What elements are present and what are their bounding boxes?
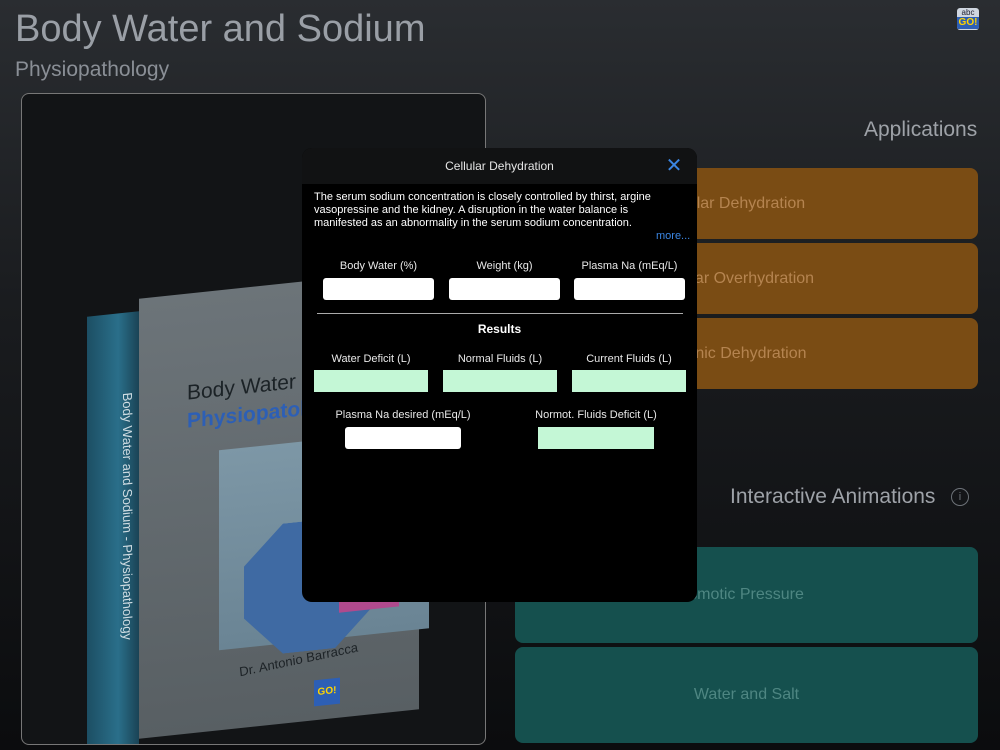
modal-description: The serum sodium concentration is closel… [314,191,651,229]
plasma-na-label: Plasma Na (mEq/L) [581,260,678,272]
logo-go-text: GO! [957,17,979,29]
weight-input[interactable] [449,278,560,300]
normot-fluids-deficit-label: Normot. Fluids Deficit (L) [535,409,657,421]
section-divider [317,313,683,314]
more-link[interactable]: more... [656,230,691,242]
logo-top-text: abc [961,8,975,17]
app-button-label: lular Overhydration [678,269,815,287]
body-water-label: Body Water (%) [339,260,418,272]
weight-label: Weight (kg) [476,260,533,272]
animation-button-label: Water and Salt [693,686,800,703]
animation-button-label: smotic Pressure [689,586,804,603]
modal-header: Cellular Dehydration ✕ [302,148,697,184]
book-spine: Body Water and Sodium - Physiopathology [87,311,139,744]
normot-fluids-deficit-result [538,427,654,449]
app-logo[interactable]: abc GO! [957,8,979,30]
animations-heading: Interactive Animations [730,485,936,508]
page-title: Body Water and Sodium [15,8,426,50]
calculator-modal: Cellular Dehydration ✕ The serum sodium … [302,148,697,602]
normal-fluids-result [443,370,557,392]
results-heading: Results [477,322,522,336]
animation-button-water-and-salt[interactable]: Water and Salt [515,647,978,743]
page-subtitle: Physiopathology [15,58,170,81]
plasma-na-desired-label: Plasma Na desired (mEq/L) [335,409,471,421]
book-logo: GO! [314,677,340,707]
app-button-label: onic Dehydration [686,344,807,362]
normal-fluids-label: Normal Fluids (L) [457,353,543,365]
close-icon[interactable]: ✕ [665,155,683,177]
current-fluids-label: Current Fluids (L) [586,353,672,365]
water-deficit-label: Water Deficit (L) [331,353,411,365]
current-fluids-result [572,370,686,392]
applications-heading: Applications [864,118,978,141]
body-water-input[interactable] [323,278,434,300]
modal-title: Cellular Dehydration [445,159,554,173]
book-spine-text: Body Water and Sodium - Physiopathology [120,391,135,641]
plasma-na-input[interactable] [574,278,685,300]
water-deficit-result [314,370,428,392]
info-icon[interactable]: i [951,488,969,506]
plasma-na-desired-input[interactable] [345,427,461,449]
app-button-label: ular Dehydration [687,194,806,212]
